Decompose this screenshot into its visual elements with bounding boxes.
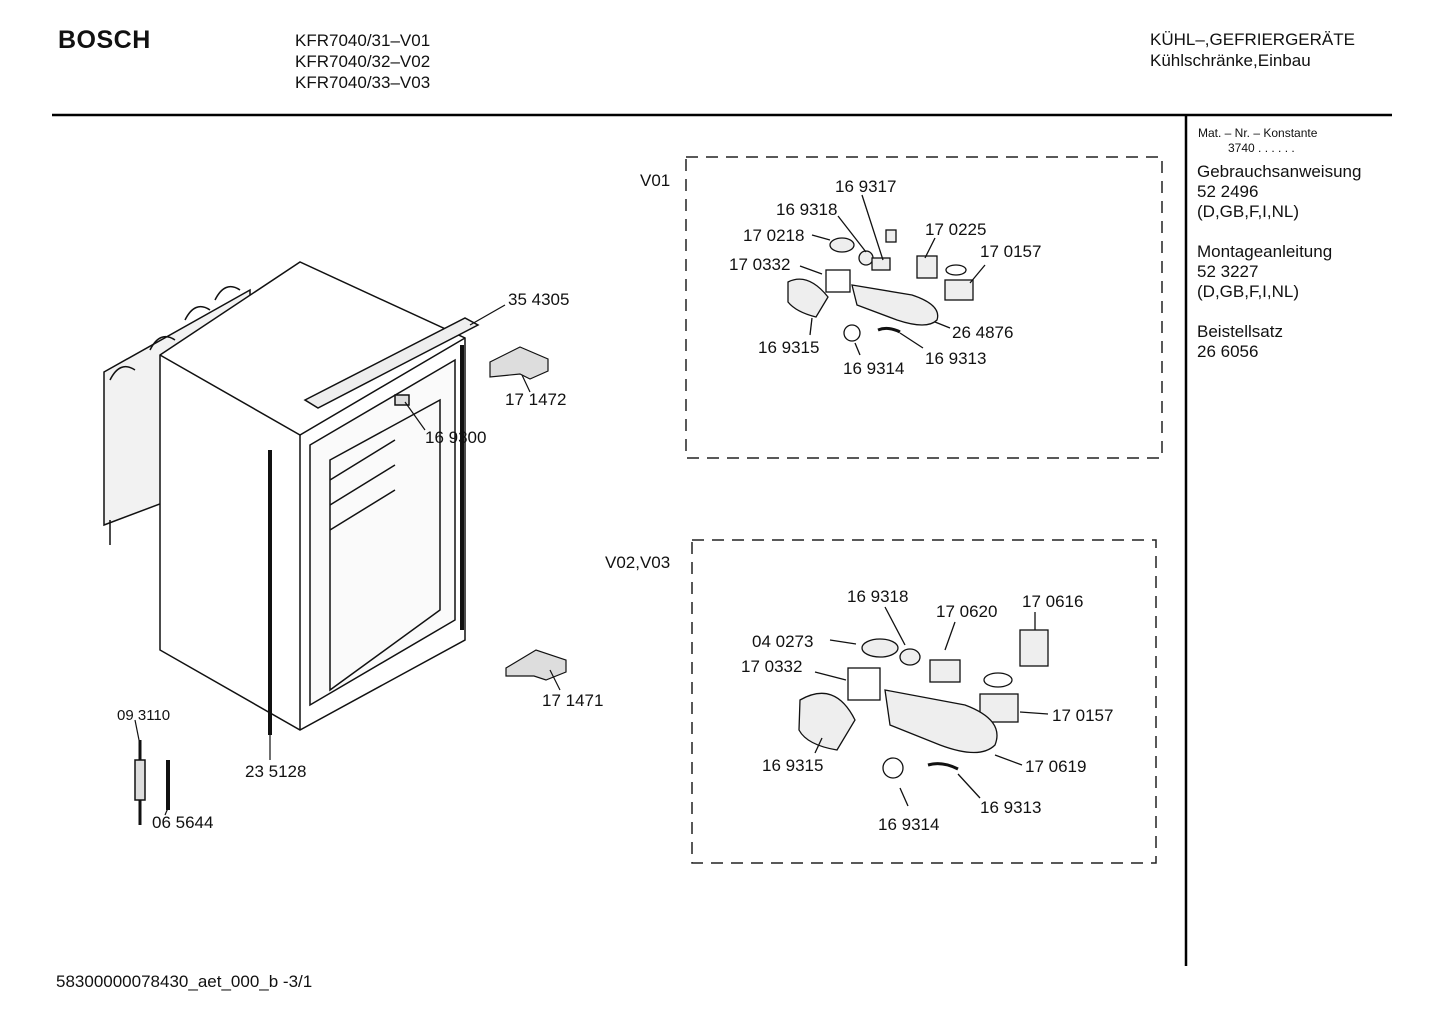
bosch-logo: BOSCH: [58, 26, 151, 54]
part-number-label: 16 9300: [425, 428, 487, 447]
part-number-label: 16 9313: [925, 349, 987, 368]
part-number-label: 26 4876: [952, 323, 1014, 342]
sensor-icons: [134, 394, 410, 825]
doc-langs: (D,GB,F,I,NL): [1197, 202, 1300, 221]
part-number-label: 04 0273: [752, 632, 814, 651]
variant-label-v02-v03: V02,V03: [605, 553, 671, 572]
part-number-label: 35 4305: [508, 290, 570, 309]
part-number-label: 16 9314: [878, 815, 940, 834]
v01-parts: [787, 194, 986, 356]
model-1: KFR7040/31–V01: [295, 31, 431, 50]
subcategory: Kühlschränke,Einbau: [1150, 51, 1311, 70]
part-number-label: 17 0619: [1025, 757, 1087, 776]
doc-langs: (D,GB,F,I,NL): [1197, 282, 1300, 301]
part-number-label: 09 3110: [117, 707, 171, 724]
part-number-label: 17 0332: [729, 255, 791, 274]
part-number-label: 16 9314: [843, 359, 905, 378]
part-number-label: 17 0332: [741, 657, 803, 676]
part-number-label: 17 0620: [936, 602, 998, 621]
doc-title: Gebrauchsanweisung: [1197, 162, 1362, 181]
part-number-label: 23 5128: [245, 762, 307, 781]
doc-number: 52 2496: [1197, 182, 1259, 201]
part-number-label: 17 0157: [1052, 706, 1114, 725]
variant-label-v01: V01: [640, 171, 671, 190]
footer-doc-id: 58300000078430_aet_000_b -3/1: [56, 972, 313, 991]
v02-parts: [798, 606, 1049, 807]
doc-number: 52 3227: [1197, 262, 1259, 281]
category: KÜHL–,GEFRIERGERÄTE: [1150, 30, 1355, 49]
fridge-cabinet: [103, 261, 480, 735]
part-number-label: 16 9313: [980, 798, 1042, 817]
part-number-label: 16 9317: [835, 177, 897, 196]
model-3: KFR7040/33–V03: [295, 73, 431, 92]
part-number-label: 16 9318: [847, 587, 909, 606]
part-number-label: 16 9315: [758, 338, 820, 357]
part-number-label: 06 5644: [152, 813, 214, 832]
part-number-label: 17 0218: [743, 226, 805, 245]
v02-frame: [691, 539, 1157, 864]
part-number-label: 17 0616: [1022, 592, 1084, 611]
part-number-label: 17 1471: [542, 691, 604, 710]
doc-title: Beistellsatz: [1197, 322, 1283, 341]
part-number-label: 17 0225: [925, 220, 987, 239]
part-number-label: 16 9318: [776, 200, 838, 219]
mat-value: 3740 . . . . . .: [1228, 141, 1295, 155]
doc-number: 26 6056: [1197, 342, 1259, 361]
part-number-label: 17 1472: [505, 390, 567, 409]
mat-label: Mat. – Nr. – Konstante: [1198, 126, 1318, 140]
doc-title: Montageanleitung: [1197, 242, 1333, 261]
part-number-label: 17 0157: [980, 242, 1042, 261]
v01-frame: [685, 156, 1163, 459]
model-2: KFR7040/32–V02: [295, 52, 431, 71]
part-number-label: 16 9315: [762, 756, 824, 775]
